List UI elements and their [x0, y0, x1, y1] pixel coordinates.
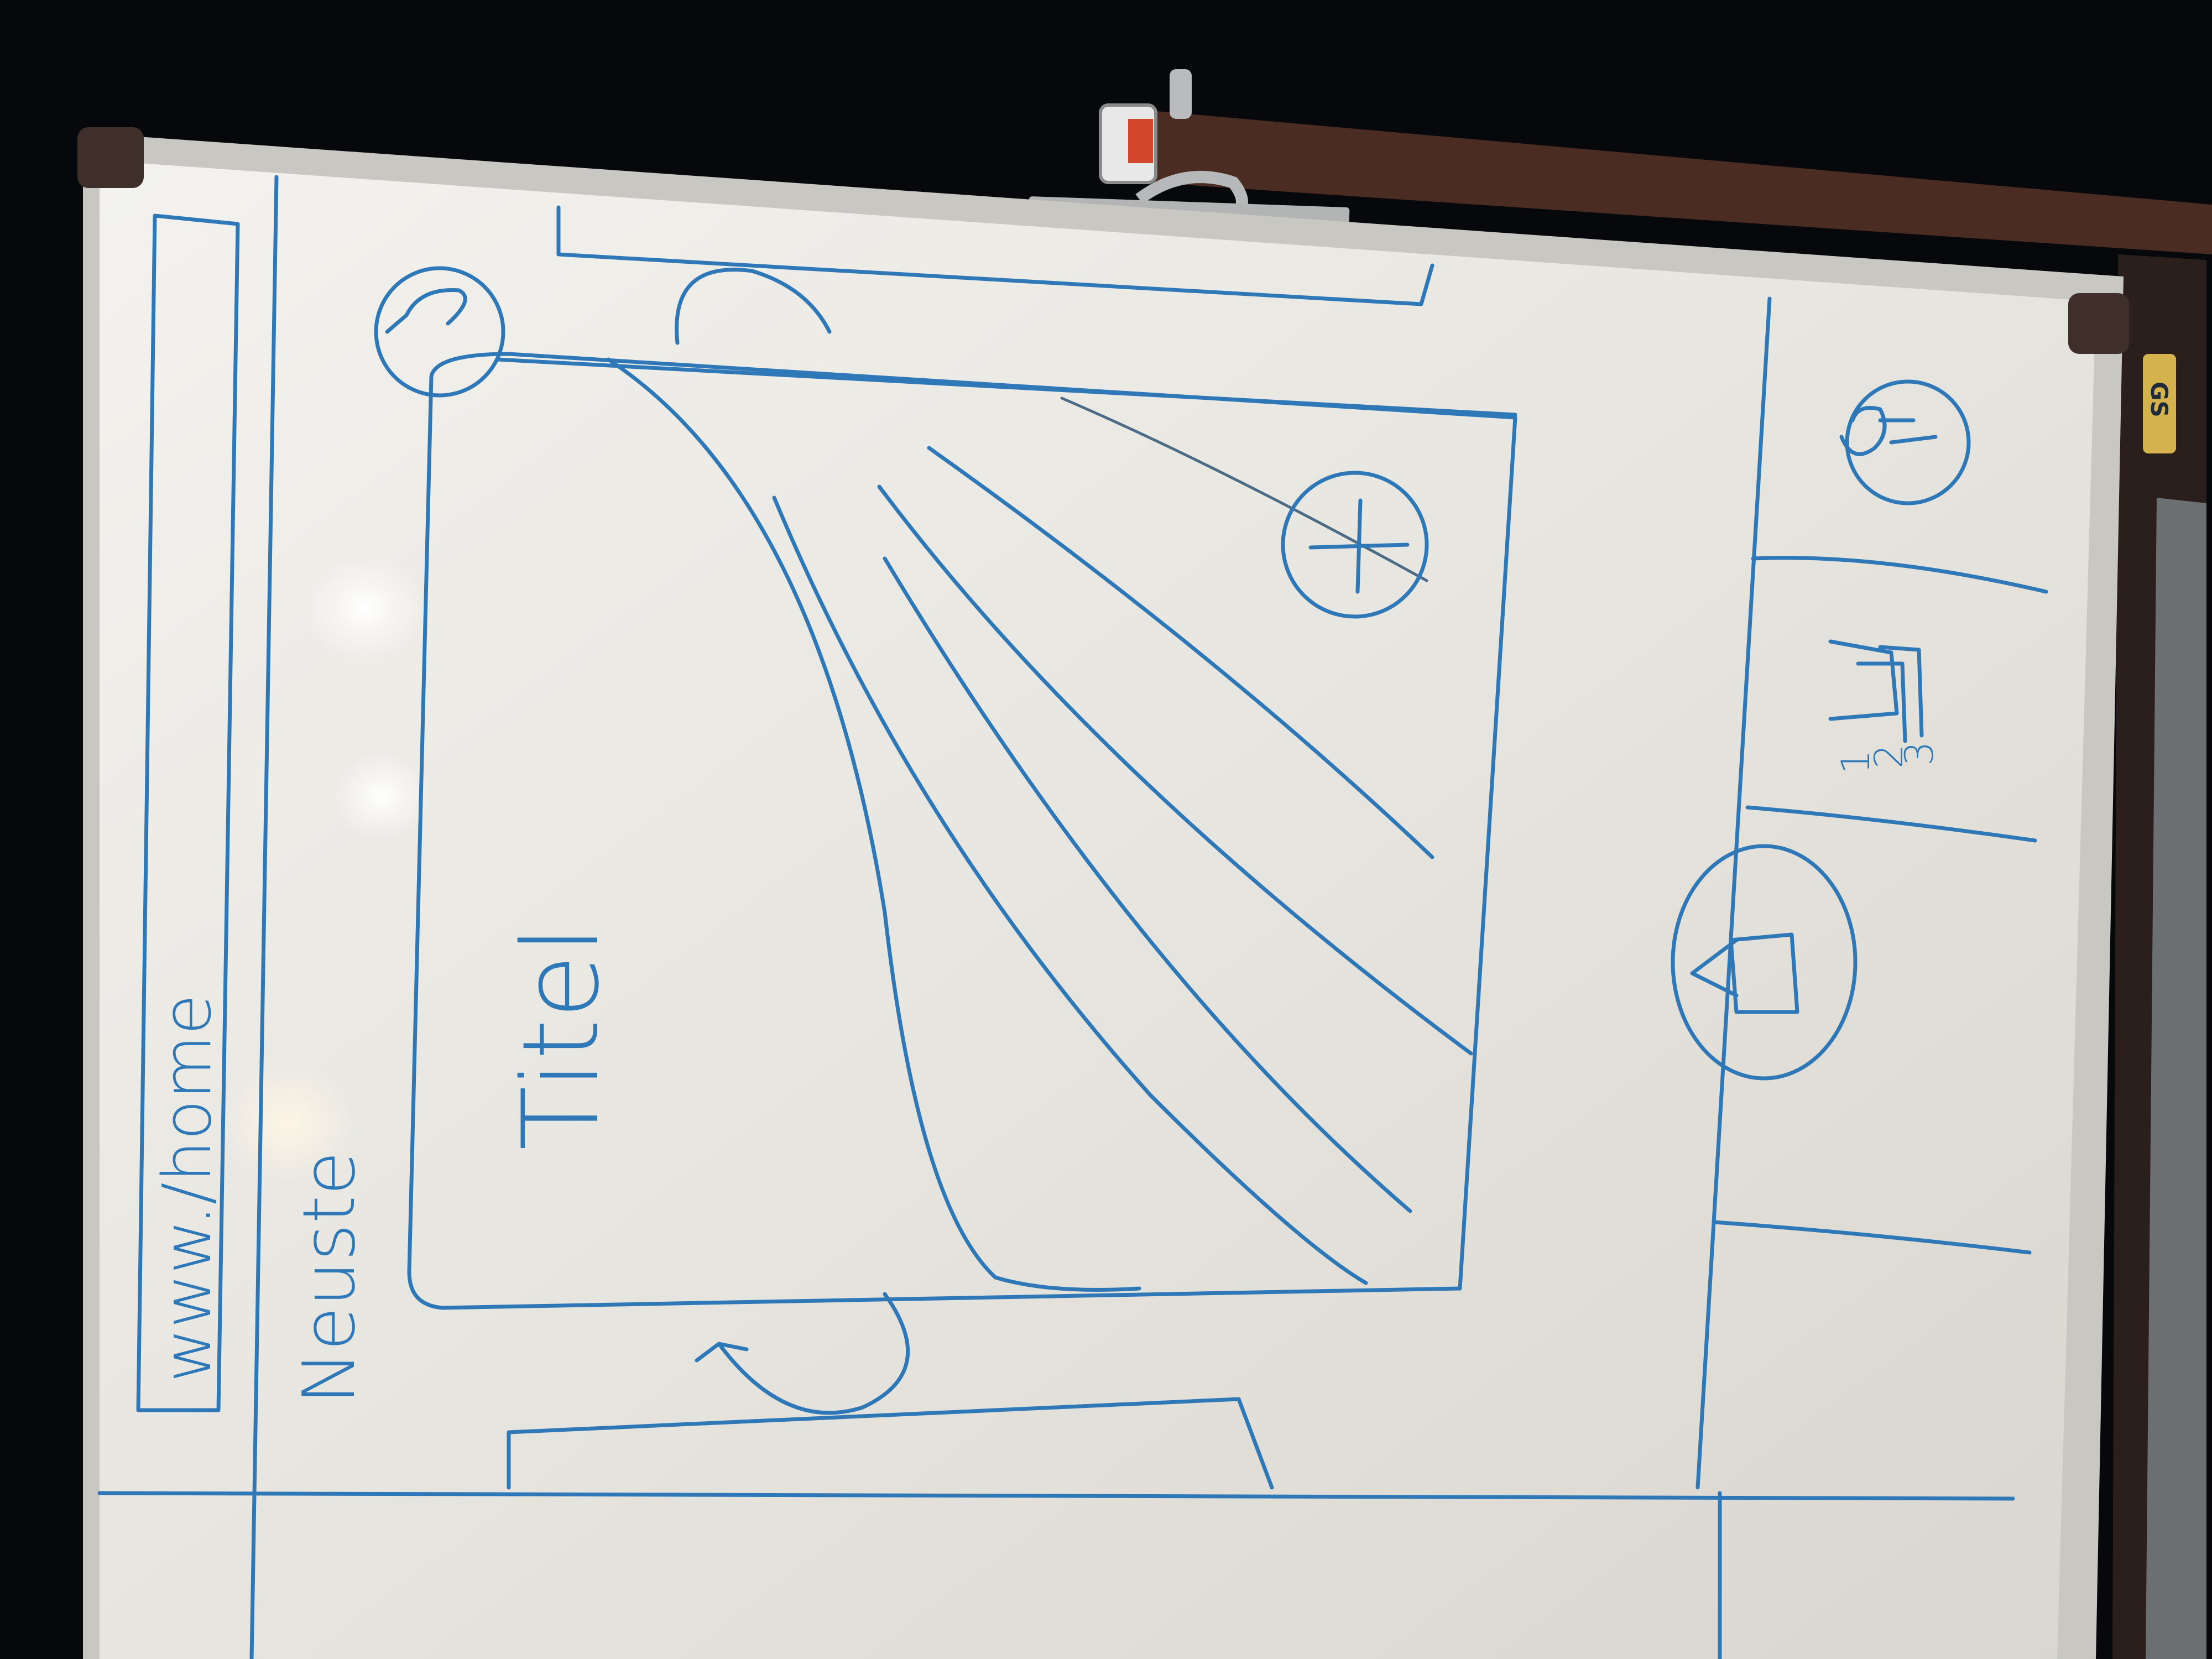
sketch-curve-2 — [772, 495, 1368, 1285]
sketch-ranking-mark: 3 — [1897, 741, 1942, 766]
sketch-ranking-line-1 — [1828, 639, 1899, 721]
sketch-card-top-edge — [495, 357, 1517, 417]
sketch-bottom-nav-line — [1695, 296, 1772, 1490]
sketch-screen-top-line — [97, 1491, 2015, 1501]
app-sketch — [97, 175, 2048, 1659]
sketch-home-figure — [1690, 932, 1799, 1014]
sketch-left-column-line — [249, 175, 279, 1659]
easel-crossbar — [1150, 111, 2212, 254]
easel-post-edge — [2146, 498, 2206, 1659]
glare-spot — [221, 1062, 354, 1183]
sketch-top-tab-bracket — [556, 205, 1434, 306]
sketch-url-bar — [136, 213, 240, 1412]
sketch-bottom-tab-bracket — [507, 1397, 1274, 1490]
sketch-refresh-arrow-icon — [695, 1292, 910, 1415]
sketch-nav-divider-1 — [1751, 556, 2048, 594]
sketch-ranking-line-3 — [1878, 645, 1924, 738]
sketch-ranking-mark: 1 — [1833, 749, 1879, 774]
sketch-profile-icon — [1845, 379, 1971, 505]
sketch-nav-divider-2 — [1745, 805, 2037, 843]
sketch-card-frame — [407, 352, 1517, 1310]
sketch-ranking-mark: 2 — [1866, 744, 1912, 769]
sketch-curve-6 — [1060, 397, 1428, 582]
sketch-card-title: Titel — [500, 925, 622, 1150]
sketch-profile-figure — [1839, 406, 1938, 456]
sketch-url-text: www./home — [149, 994, 226, 1383]
frame-corner-top-right — [2068, 293, 2129, 354]
sketch-plus-icon — [1308, 498, 1410, 594]
glare-spot — [332, 752, 431, 841]
clamp-logo — [1128, 119, 1153, 163]
safety-sticker: GS — [2143, 354, 2176, 453]
whiteboard-surface — [100, 160, 2096, 1659]
sketch-tab-label: Neuste — [287, 1151, 371, 1405]
sketch-refresh-top — [675, 268, 832, 345]
sketch-add-button-circle — [1281, 471, 1429, 619]
sketch-curve-3 — [883, 556, 1412, 1213]
clamp-bolt — [1170, 69, 1192, 119]
sketch-curve-5 — [927, 446, 1434, 859]
sketch-curve-4 — [877, 484, 1473, 1056]
sticker-text: GS — [2146, 382, 2173, 418]
sketch-home-icon — [1671, 844, 1858, 1081]
sketch-ranking-line-2 — [1856, 661, 1907, 743]
sketch-back-arrow-circle — [374, 266, 505, 398]
sketch-curve-1 — [606, 357, 1141, 1292]
sketch-back-arrow-icon — [385, 288, 467, 334]
glare-spot — [304, 556, 426, 661]
frame-corner-top-left — [77, 127, 144, 188]
sketch-nav-divider-3 — [1712, 1220, 2032, 1255]
